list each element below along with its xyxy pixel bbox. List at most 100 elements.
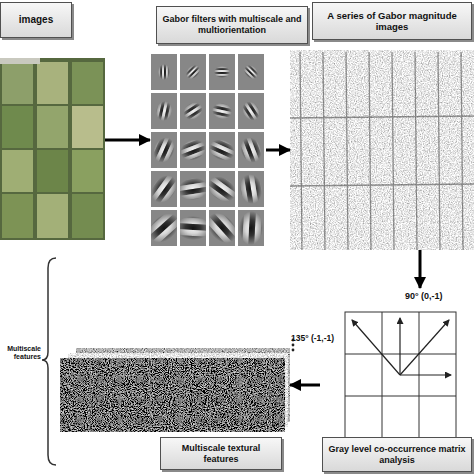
filter-stripe	[162, 54, 164, 90]
header-box: Gray level co-occurrence matrix analysis	[322, 437, 472, 472]
filter-stripe	[209, 60, 235, 62]
filter-stripes	[209, 93, 235, 129]
filter-stripe	[209, 125, 235, 129]
flow-arrow	[266, 149, 290, 152]
flow-arrow	[419, 250, 422, 288]
filter-pattern	[180, 210, 206, 246]
filter-pattern	[238, 54, 264, 90]
filter-stripe	[180, 166, 206, 168]
filter-stripe	[169, 177, 177, 207]
filter-stripe	[209, 54, 235, 56]
filter-stripe	[209, 194, 234, 207]
filter-stripe	[209, 128, 235, 129]
angle-label: 135° (-1,-1)	[291, 334, 334, 344]
field-plot	[2, 150, 33, 192]
filter-stripe	[173, 132, 177, 168]
gabor-filter	[238, 132, 264, 168]
filter-stripe	[151, 212, 177, 246]
filter-stripe	[238, 210, 245, 246]
filter-stripe	[152, 221, 177, 246]
filter-pattern	[238, 171, 264, 207]
filter-stripes	[180, 210, 206, 246]
filter-pattern	[238, 210, 264, 246]
grid-frame	[345, 312, 456, 438]
filter-stripe	[166, 93, 177, 129]
filter-stripes	[209, 210, 235, 246]
gabor-filter	[180, 132, 206, 168]
filter-stripe	[238, 68, 255, 90]
filter-stripe	[238, 97, 243, 129]
filter-stripe	[174, 54, 176, 90]
gabor-filter	[238, 210, 264, 246]
field-plot	[2, 106, 33, 148]
gabor-filter	[151, 171, 177, 207]
filter-pattern	[238, 93, 264, 129]
filter-stripe	[180, 54, 206, 90]
filter-stripe	[209, 210, 235, 246]
header-box: Multiscale textural features	[160, 437, 282, 470]
filter-stripe	[162, 132, 177, 168]
filter-stripes	[238, 132, 264, 168]
filter-stripe	[238, 64, 259, 90]
plot-boundaries	[90, 358, 270, 432]
grid-line	[382, 312, 383, 438]
bracket-label: Multiscale features	[1, 345, 41, 361]
filter-stripe	[187, 66, 206, 90]
filter-stripes	[180, 132, 206, 168]
filter-stripe	[180, 111, 206, 129]
gabor-filter	[180, 171, 206, 207]
filter-stripe	[160, 229, 177, 246]
filter-stripe	[180, 240, 206, 246]
filter-pattern	[209, 93, 235, 129]
filter-stripe	[238, 93, 253, 129]
field-plot	[72, 106, 103, 148]
filter-panel: Gabor filters with multiscale and multio…	[150, 52, 266, 250]
filter-stripe	[238, 171, 247, 207]
filter-stripe	[209, 152, 235, 168]
header-text: Multiscale textural features	[165, 443, 277, 465]
filter-pattern	[151, 54, 177, 90]
filter-stripe	[209, 80, 235, 82]
filter-stripe	[180, 202, 206, 207]
gabor-filter	[238, 54, 264, 90]
filter-stripe	[209, 122, 235, 129]
filter-pattern	[180, 132, 206, 168]
filter-pattern	[209, 132, 235, 168]
filter-stripe	[209, 163, 235, 168]
filter-stripe	[238, 66, 257, 90]
filter-stripes	[209, 171, 235, 207]
filter-stripe	[238, 62, 261, 90]
gabor-filter	[209, 132, 235, 168]
filter-stripe	[180, 116, 206, 129]
filter-stripes	[238, 54, 264, 90]
filter-stripe	[180, 101, 206, 129]
filter-stripe	[180, 246, 206, 247]
filter-stripe	[209, 58, 235, 60]
filter-pattern	[151, 93, 177, 129]
filter-stripe	[180, 198, 206, 207]
filter-stripe	[238, 69, 254, 90]
filter-pattern	[238, 132, 264, 168]
gabor-filter	[180, 54, 206, 90]
filter-stripe	[238, 132, 254, 168]
filter-stripe	[180, 59, 206, 90]
filter-stripe	[238, 132, 247, 168]
filter-stripe	[209, 86, 235, 88]
filter-stripe	[180, 56, 206, 90]
filter-stripe	[172, 54, 174, 90]
field-plot	[72, 62, 103, 104]
filter-stripe	[180, 106, 206, 129]
filter-stripe	[238, 54, 264, 90]
filter-stripe	[209, 56, 235, 58]
grid-line	[345, 396, 456, 397]
header-text: images	[19, 14, 53, 26]
field-plot	[2, 62, 33, 104]
filter-stripe	[180, 151, 206, 168]
angle-label: 90° (0,-1)	[405, 291, 443, 301]
filter-stripes	[238, 171, 264, 207]
filter-stripes	[238, 210, 264, 246]
header-text: A series of Gabor magnitude images	[317, 10, 467, 33]
filter-stripe	[209, 82, 235, 84]
header-text: Gray level co-occurrence matrix analysis	[327, 444, 467, 466]
